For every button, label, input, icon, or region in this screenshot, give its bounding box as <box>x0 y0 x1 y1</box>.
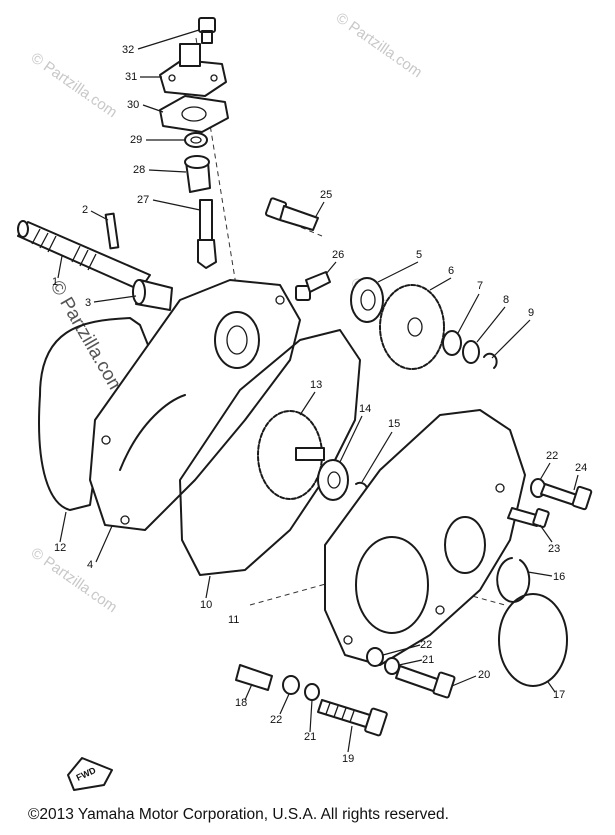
case-cover-4 <box>89 279 301 531</box>
dowel-18 <box>235 664 273 691</box>
callout-15: 15 <box>388 418 400 430</box>
fwd-arrow-icon: FWD <box>67 757 113 791</box>
bushing-28 <box>184 155 211 193</box>
callout-8: 8 <box>503 294 509 306</box>
washer-22 <box>366 647 384 667</box>
bushing-3 <box>132 279 173 311</box>
copyright-notice: ©2013 Yamaha Motor Corporation, U.S.A. A… <box>28 806 449 823</box>
callout-26: 26 <box>332 249 344 261</box>
callout-16: 16 <box>553 571 565 583</box>
callout-30: 30 <box>127 99 139 111</box>
bolt-19 <box>317 699 388 737</box>
worm-shaft-1 <box>17 220 151 291</box>
gasket-10 <box>179 329 361 576</box>
callout-29: 29 <box>130 134 142 146</box>
bolt-26 <box>295 271 331 301</box>
callout-2: 2 <box>82 204 88 216</box>
fitting-31 <box>159 43 227 97</box>
callout-18: 18 <box>235 697 247 709</box>
seal-29 <box>184 132 208 148</box>
callout-22: 22 <box>546 450 558 462</box>
callout-25: 25 <box>320 189 332 201</box>
bolt-25 <box>264 197 319 231</box>
callout-31: 31 <box>125 71 137 83</box>
bolt-32 <box>198 17 216 44</box>
bolt-24 <box>540 483 593 511</box>
callout-32: 32 <box>122 44 134 56</box>
pin-2 <box>104 212 120 250</box>
callout-21: 21 <box>422 654 434 666</box>
bolt-23 <box>507 507 550 528</box>
callout-22: 22 <box>420 639 432 651</box>
callout-6: 6 <box>448 265 454 277</box>
washer-21 <box>384 657 400 675</box>
callout-11: 11 <box>228 614 239 626</box>
callout-27: 27 <box>137 194 149 206</box>
callout-19: 19 <box>342 753 354 765</box>
circlip-16 <box>496 557 531 603</box>
oring-17 <box>498 593 568 687</box>
callout-1: 1 <box>52 276 58 288</box>
watermark-text: © Partzilla.com <box>28 49 121 121</box>
washer-8 <box>462 340 480 364</box>
washer-21 <box>304 683 320 701</box>
gear-6 <box>379 284 445 370</box>
callout-5: 5 <box>416 249 422 261</box>
gasket-30 <box>159 95 229 133</box>
callout-3: 3 <box>85 297 91 309</box>
callout-21: 21 <box>304 731 316 743</box>
callout-20: 20 <box>478 669 490 681</box>
callout-7: 7 <box>477 280 483 292</box>
callout-10: 10 <box>200 599 212 611</box>
callout-12: 12 <box>54 542 66 554</box>
bearing-5 <box>350 277 384 323</box>
watermark-text-vertical: © Partzilla.com <box>46 277 128 398</box>
callout-24: 24 <box>575 462 587 474</box>
callout-13: 13 <box>310 379 322 391</box>
bolt-20 <box>395 665 456 699</box>
gear-case-11 <box>324 409 526 666</box>
callout-28: 28 <box>133 164 145 176</box>
callout-14: 14 <box>359 403 371 415</box>
callout-22: 22 <box>270 714 282 726</box>
washer-7 <box>442 330 462 356</box>
callout-17: 17 <box>553 689 565 701</box>
watermark-text: © Partzilla.com <box>28 544 121 616</box>
gear-13 <box>257 410 325 500</box>
callout-9: 9 <box>528 307 534 319</box>
washer-22 <box>282 675 300 695</box>
callouts: 32 31 30 29 28 27 2 1 3 25 26 5 6 7 8 9 … <box>52 29 587 765</box>
callout-23: 23 <box>548 543 560 555</box>
bearing-14 <box>317 459 349 501</box>
watermark-text: © Partzilla.com <box>333 9 426 81</box>
shaft-27 <box>197 199 217 269</box>
callout-4: 4 <box>87 559 93 571</box>
